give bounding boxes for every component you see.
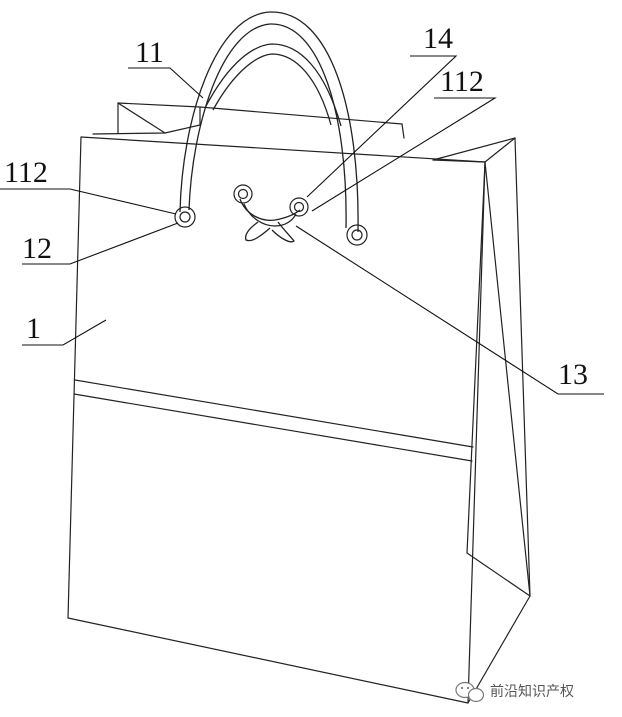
center-eyelet-left	[233, 184, 253, 204]
wechat-icon	[455, 681, 485, 703]
cord-knot	[239, 198, 301, 243]
bag-front-panel	[67, 136, 486, 704]
label-body: 1	[26, 312, 41, 345]
bag-back-outline	[92, 102, 405, 139]
right-eyelet	[346, 224, 368, 246]
label-handle: 11	[135, 36, 164, 69]
bag-side-panel	[432, 137, 531, 704]
label-center-eyelet: 14	[423, 22, 453, 55]
center-eyelet-right	[289, 197, 309, 217]
left-eyelet	[174, 206, 196, 228]
leader-lines	[0, 55, 604, 395]
label-grommet: 12	[22, 232, 52, 265]
rope-handle	[179, 11, 359, 233]
label-eyelet-right: 112	[440, 65, 484, 98]
watermark-text: 前沿知识产权	[490, 683, 574, 700]
watermark: 前沿知识产权	[455, 681, 574, 703]
label-eyelet-left: 112	[4, 156, 48, 189]
label-knot: 13	[558, 358, 588, 391]
